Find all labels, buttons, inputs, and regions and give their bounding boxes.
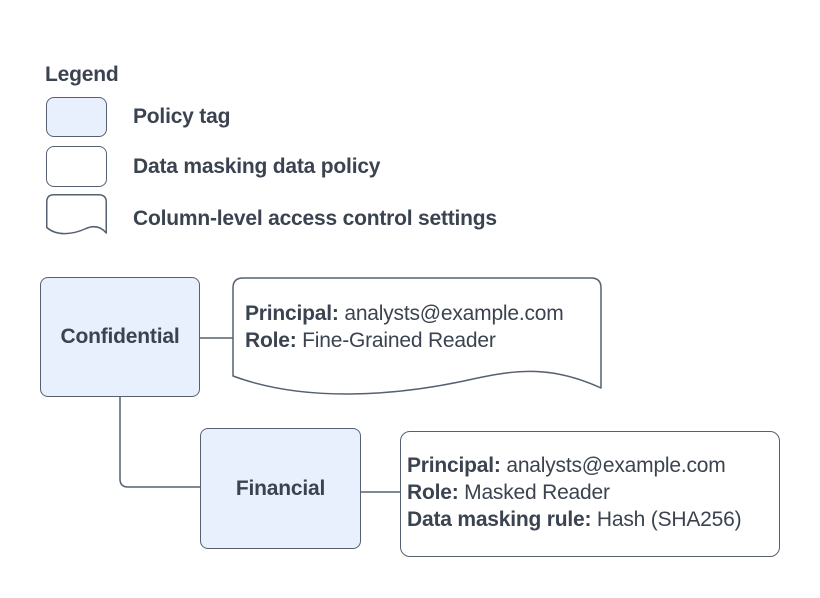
node-acl-settings-text: Principal: analysts@example.com Role: Fi…	[245, 300, 564, 354]
node-data-policy-text: Principal: analysts@example.com Role: Ma…	[407, 452, 742, 533]
legend-item-column-acl: Column-level access control settings	[133, 207, 497, 230]
data-masking-policy-swatch	[46, 146, 107, 187]
field-value: analysts@example.com	[338, 302, 564, 325]
node-confidential: Confidential	[40, 277, 200, 397]
legend-title: Legend	[45, 63, 119, 86]
document-shape	[232, 277, 602, 395]
node-confidential-label: Confidential	[60, 325, 180, 348]
field-value: Fine-Grained Reader	[296, 329, 496, 352]
node-data-policy	[400, 431, 780, 557]
field-label: Principal:	[407, 454, 501, 477]
detail-line: Principal: analysts@example.com	[245, 300, 564, 327]
node-financial: Financial	[200, 428, 361, 549]
column-acl-swatch	[46, 194, 107, 235]
detail-line: Data masking rule: Hash (SHA256)	[407, 506, 742, 533]
field-label: Data masking rule:	[407, 508, 592, 531]
field-label: Principal:	[245, 302, 339, 325]
policy-tag-swatch	[46, 97, 107, 137]
detail-line: Role: Masked Reader	[407, 479, 741, 506]
node-acl-settings	[232, 277, 602, 395]
legend-item-data-masking-policy: Data masking data policy	[133, 154, 381, 178]
document-shape	[46, 194, 107, 235]
field-value: Hash (SHA256)	[591, 508, 742, 531]
field-label: Role:	[407, 481, 459, 504]
detail-line: Role: Fine-Grained Reader	[245, 327, 564, 354]
legend-item-policy-tag: Policy tag	[133, 105, 231, 128]
field-label: Role:	[245, 329, 297, 352]
edge-confidential-to-financial	[119, 397, 200, 488]
detail-line: Principal: analysts@example.com	[407, 452, 741, 479]
node-financial-label: Financial	[235, 476, 326, 500]
field-value: Masked Reader	[458, 481, 610, 504]
field-value: analysts@example.com	[500, 454, 726, 477]
